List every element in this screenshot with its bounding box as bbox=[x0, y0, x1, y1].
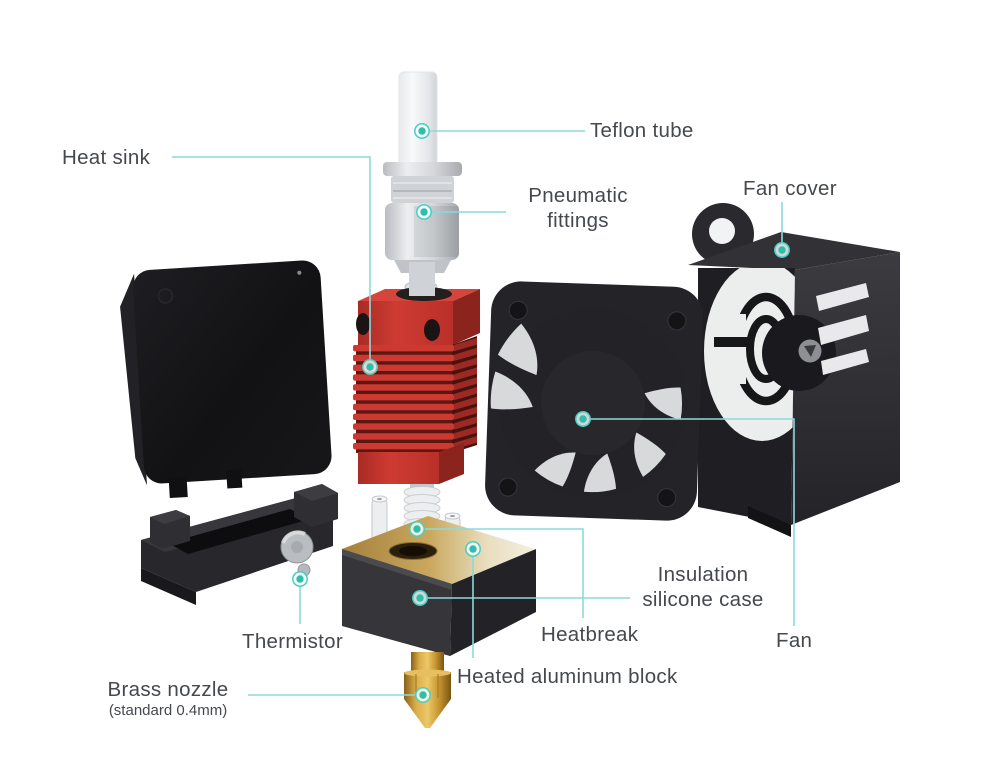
fan-cover-part bbox=[688, 203, 900, 537]
label-brass-nozzle: Brass nozzle(standard 0.4mm) bbox=[92, 677, 244, 719]
label-heated-aluminum-block: Heated aluminum block bbox=[457, 665, 678, 688]
callout-dots bbox=[292, 123, 790, 703]
label-fan: Fan bbox=[776, 629, 813, 652]
dot-brass-nozzle bbox=[415, 687, 431, 703]
callout-lines bbox=[172, 130, 795, 696]
label-pneumatic-line1: Pneumatic bbox=[528, 184, 628, 207]
callout-line-heatbreak bbox=[424, 528, 584, 618]
dot-teflon-tube bbox=[414, 123, 430, 139]
callout-line-heat-sink bbox=[172, 156, 371, 360]
fan-cover-grill bbox=[704, 268, 795, 441]
heat-sink-part bbox=[353, 270, 480, 484]
dot-fan-cover bbox=[774, 242, 790, 258]
label-thermistor: Thermistor bbox=[242, 630, 343, 653]
dot-heat-sink bbox=[362, 359, 378, 375]
thermistor-bracket-part bbox=[141, 484, 338, 605]
label-teflon-tube: Teflon tube bbox=[590, 119, 694, 142]
callout-line-fan bbox=[590, 418, 795, 626]
label-pneumatic-line2: fittings bbox=[547, 209, 609, 232]
label-heatbreak: Heatbreak bbox=[541, 623, 639, 646]
fan-part bbox=[485, 281, 704, 521]
dot-heated-block bbox=[465, 541, 481, 557]
label-brass-nozzle-main: Brass nozzle bbox=[107, 678, 229, 701]
dot-pneumatic bbox=[416, 204, 432, 220]
dot-thermistor bbox=[292, 571, 308, 587]
dot-fan bbox=[575, 411, 591, 427]
back-plate-part bbox=[120, 260, 332, 499]
label-fan-cover: Fan cover bbox=[743, 177, 837, 200]
dot-insulation bbox=[412, 590, 428, 606]
heated-block-part bbox=[342, 495, 536, 656]
label-insulation-line1: Insulation bbox=[657, 563, 749, 586]
label-insulation-line2: silicone case bbox=[642, 588, 764, 611]
dot-heatbreak bbox=[409, 521, 425, 537]
label-heat-sink: Heat sink bbox=[62, 146, 151, 169]
teflon-tube-part bbox=[398, 71, 438, 169]
label-brass-nozzle-sub: (standard 0.4mm) bbox=[108, 702, 228, 719]
